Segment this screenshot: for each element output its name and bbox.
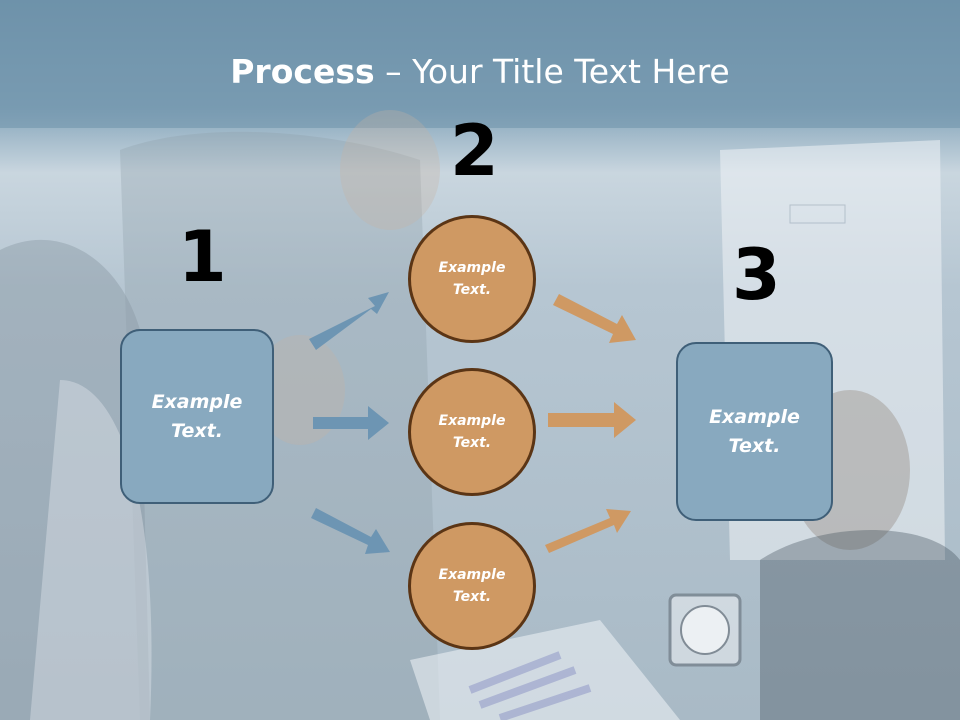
- step-3-text: Example Text.: [709, 406, 800, 457]
- step-2-text-bottom: Example Text.: [438, 566, 506, 605]
- step-2-circle-bottom: Example Text.: [408, 522, 536, 650]
- step-1-box: Example Text.: [120, 329, 274, 504]
- step-number-1: 1: [178, 216, 227, 298]
- step-2-circle-top: Example Text.: [408, 215, 536, 343]
- title-bold: Process: [230, 52, 375, 91]
- step-3-box: Example Text.: [676, 342, 833, 521]
- slide-title: Process – Your Title Text Here: [0, 52, 960, 91]
- step-number-2: 2: [450, 110, 499, 192]
- step-2-text-top: Example Text.: [438, 259, 506, 298]
- step-2-circle-middle: Example Text.: [408, 368, 536, 496]
- step-2-text-middle: Example Text.: [438, 412, 506, 451]
- step-1-text: Example Text.: [151, 391, 243, 442]
- step-number-3: 3: [732, 234, 781, 316]
- title-rest: – Your Title Text Here: [374, 52, 730, 91]
